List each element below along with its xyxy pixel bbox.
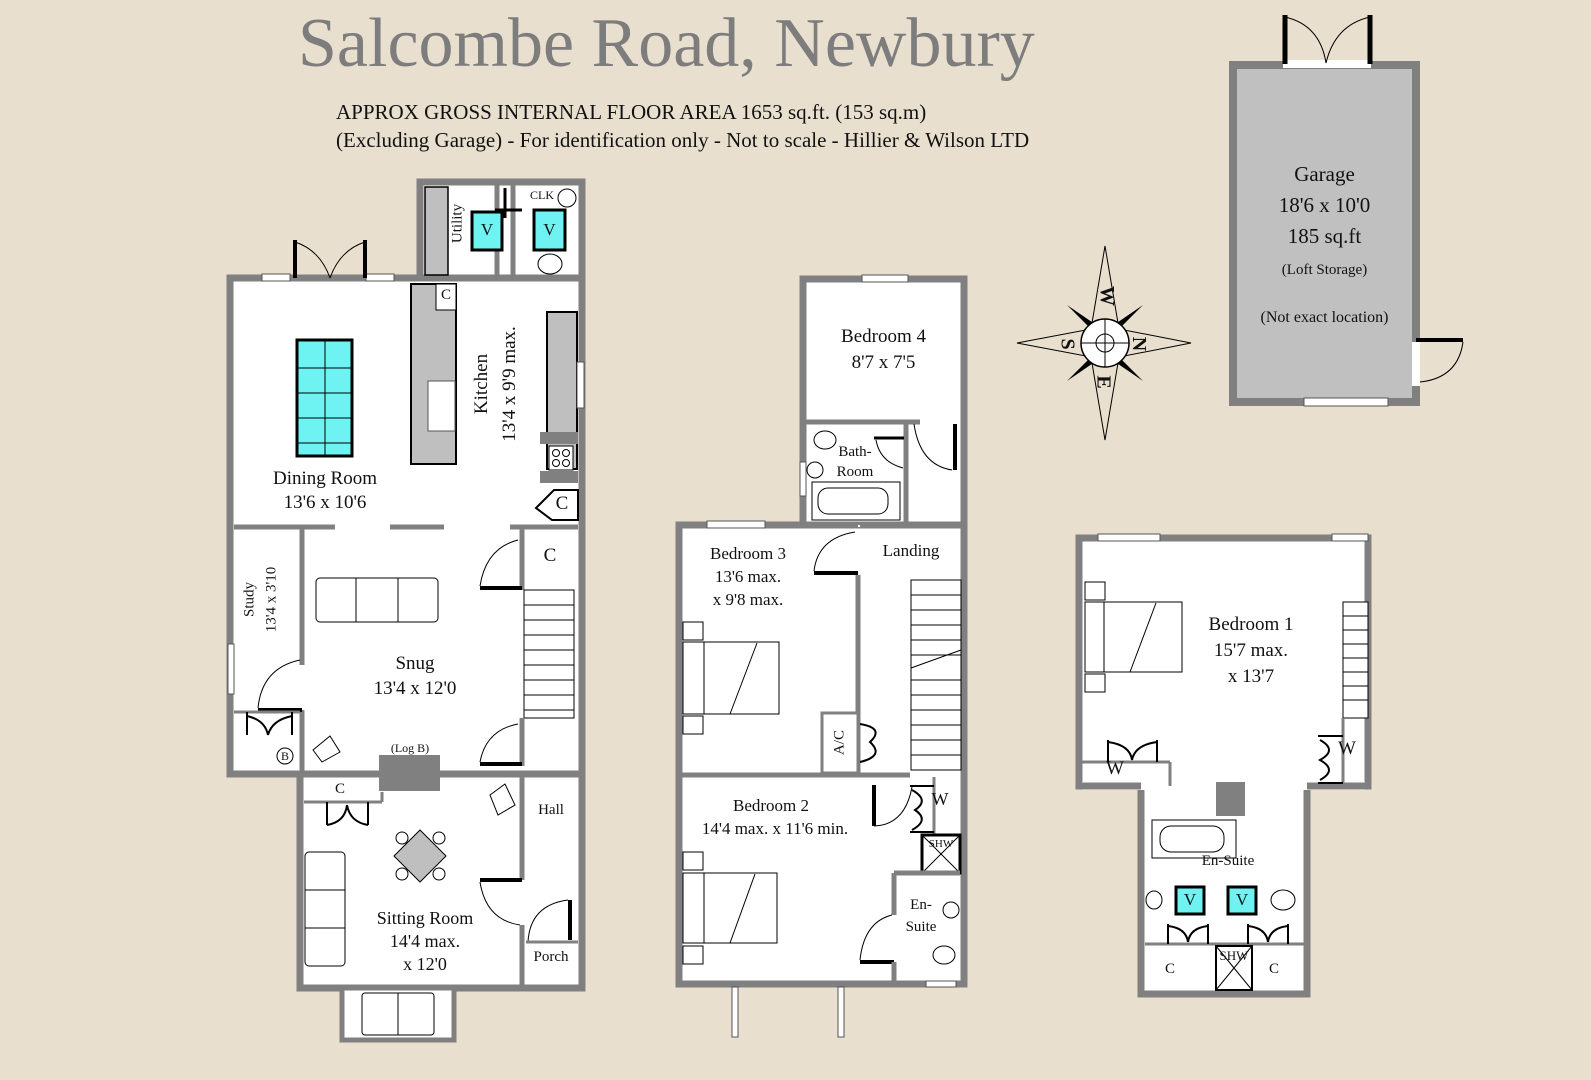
ensuite-vanity-left-label: V <box>1183 890 1197 909</box>
clk-label: CLK <box>530 188 554 202</box>
ground-floor <box>226 178 586 1043</box>
compass-east-label: E <box>1092 375 1115 389</box>
bedroom-3-dims-1: 13'6 max. <box>714 567 782 586</box>
ensuite-shower-label: SHW <box>928 838 954 850</box>
disclaimer-line: (Excluding Garage) - For identification … <box>336 128 1030 152</box>
ensuite-vanity-right-label: V <box>1235 890 1249 909</box>
bedroom-1-dims-2: x 13'7 <box>1227 666 1275 687</box>
porch-label: Porch <box>533 949 569 965</box>
garage-location-note: (Not exact location) <box>1260 309 1389 326</box>
bedroom-1-wardrobe-left-label: W <box>1106 758 1124 779</box>
bedroom-3-label: Bedroom 3 <box>709 544 787 563</box>
master-ensuite-label: En-Suite <box>1201 853 1255 869</box>
master-shower-label: SHW <box>1219 948 1249 963</box>
kitchen-dims: 13'4 x 9'9 max. <box>499 326 520 442</box>
snug-dims: 13'4 x 12'0 <box>373 678 457 699</box>
bedroom-1-dims-1: 15'7 max. <box>1213 640 1289 661</box>
kitchen-cupboard-label: C <box>440 287 451 303</box>
bedroom-4-label: Bedroom 4 <box>841 326 926 347</box>
bathroom-label-2: Room <box>836 464 874 480</box>
garage-label: Garage <box>1294 162 1355 186</box>
floor-area-line: APPROX GROSS INTERNAL FLOOR AREA 1653 sq… <box>336 100 927 124</box>
compass-west-label: W <box>1096 286 1118 306</box>
dining-room-label: Dining Room <box>273 468 377 489</box>
hall-cupboard-label: C <box>543 545 557 566</box>
garage-area: 185 sq.ft <box>1287 224 1362 248</box>
landing-label: Landing <box>882 541 940 560</box>
sitting-cupboard-label: C <box>334 781 345 797</box>
kitchen-label: Kitchen <box>471 353 492 415</box>
utility-vanity-label: V <box>480 220 494 239</box>
sitting-room-dims-2: x 12'0 <box>403 954 447 974</box>
study-dims: 13'4 x 3'10 <box>263 566 280 633</box>
kitchen-corner-cupboard-label: C <box>555 493 569 514</box>
log-burner-label: (Log B) <box>390 741 430 755</box>
second-floor <box>1075 533 1372 998</box>
bedroom-4-dims: 8'7 x 7'5 <box>851 352 916 373</box>
snug-label: Snug <box>395 653 435 674</box>
compass-north-label: N <box>1128 336 1151 352</box>
study-label: Study <box>241 582 258 618</box>
ensuite-cupboard-left-label: C <box>1164 961 1175 977</box>
bedroom-1-wardrobe-right-label: W <box>1338 738 1356 759</box>
ensuite-label-1: En- <box>910 897 932 913</box>
ensuite-cupboard-right-label: C <box>1268 961 1279 977</box>
sitting-room-label: Sitting Room <box>376 908 474 928</box>
bedroom-1-label: Bedroom 1 <box>1208 614 1294 635</box>
garage-block <box>1229 15 1464 407</box>
dining-room-dims: 13'6 x 10'6 <box>283 492 367 513</box>
bedroom-3-dims-2: x 9'8 max. <box>712 590 784 609</box>
airing-cupboard-label: A/C <box>831 730 848 756</box>
garage-dimensions: 18'6 x 10'0 <box>1278 193 1371 217</box>
sitting-room-dims-1: 14'4 max. <box>389 931 461 951</box>
compass-south-label: S <box>1056 338 1079 350</box>
clk-vanity-label: V <box>543 220 556 239</box>
page-title: Salcombe Road, Newbury <box>298 5 1035 82</box>
bedroom-2-wardrobe-label: W <box>931 789 949 809</box>
first-floor <box>675 274 968 1038</box>
bathroom-label-1: Bath- <box>838 444 872 460</box>
boiler-label: B <box>280 749 289 763</box>
utility-label: Utility <box>449 203 466 244</box>
compass-rose <box>1016 245 1192 441</box>
garage-loft-note: (Loft Storage) <box>1281 262 1368 278</box>
bedroom-2-label: Bedroom 2 <box>732 796 810 815</box>
hall-label: Hall <box>538 802 564 818</box>
bedroom-2-dims: 14'4 max. x 11'6 min. <box>701 819 849 838</box>
ensuite-label-2: Suite <box>905 919 937 935</box>
